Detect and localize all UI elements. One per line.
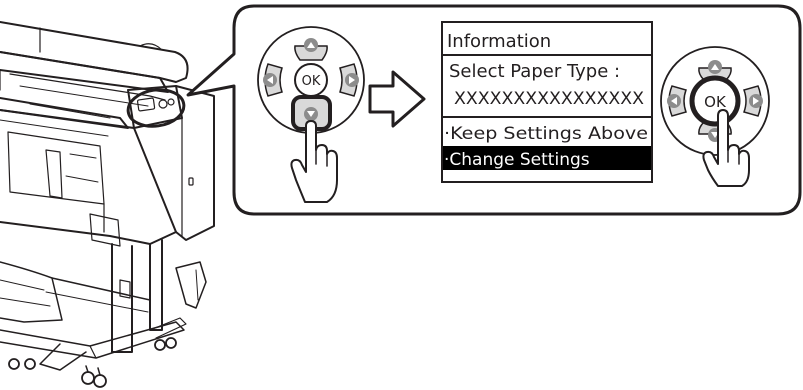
ok-button-label: OK (302, 74, 321, 89)
keypad-left: OK (257, 26, 365, 203)
triangle-left-icon (671, 97, 677, 105)
right-button[interactable] (743, 85, 763, 117)
left-button[interactable] (263, 63, 283, 97)
lcd-option-change-settings[interactable]: ·Change Settings (444, 150, 590, 170)
ok-button-label: OK (704, 93, 727, 111)
lcd-paper-type-value: XXXXXXXXXXXXXXXX (454, 89, 644, 109)
down-button[interactable] (291, 95, 332, 131)
lcd-screen: Information Select Paper Type : XXXXXXXX… (441, 21, 653, 183)
triangle-right-icon (349, 76, 355, 84)
up-button[interactable] (294, 38, 328, 61)
triangle-down-icon (307, 111, 315, 117)
right-button[interactable] (339, 63, 359, 97)
triangle-right-icon (753, 97, 759, 105)
printer-illustration (0, 21, 215, 388)
ok-button[interactable]: OK (689, 75, 741, 127)
triangle-up-icon (307, 42, 315, 48)
right-arrow-icon (368, 70, 426, 128)
triangle-up-icon (711, 64, 719, 70)
lcd-title: Information (447, 31, 551, 52)
pointing-hand-icon (290, 120, 338, 203)
keypad-right: OK (660, 46, 770, 187)
triangle-left-icon (267, 76, 273, 84)
ok-button[interactable]: OK (294, 63, 328, 97)
control-panel-highlight (126, 88, 186, 128)
pointing-hand-icon (702, 109, 750, 187)
lcd-selection-highlight (443, 146, 651, 170)
lcd-prompt: Select Paper Type : (449, 61, 620, 82)
left-button[interactable] (667, 85, 687, 117)
lcd-option-keep-settings[interactable]: ·Keep Settings Above (444, 124, 648, 144)
